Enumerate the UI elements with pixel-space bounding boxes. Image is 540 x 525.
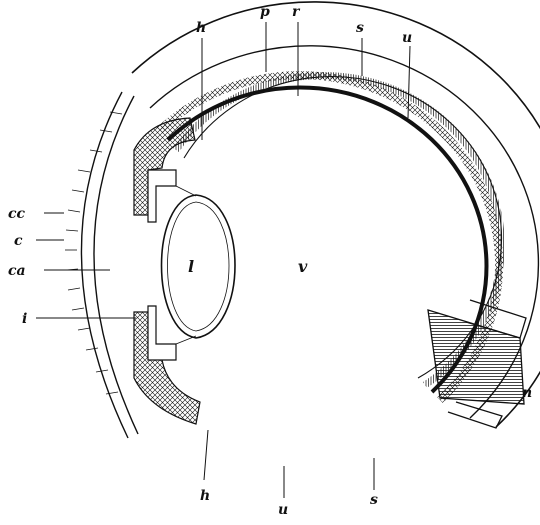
- label-l: l: [188, 257, 194, 276]
- retina-band: [173, 72, 505, 388]
- zonule-bottom: [175, 335, 197, 345]
- label-r: r: [292, 4, 301, 20]
- label-ca: ca: [8, 263, 26, 279]
- nerve-sheath-lower: [447, 401, 503, 429]
- label-i: i: [22, 311, 27, 327]
- lens-inner-line: [167, 201, 230, 332]
- cornea-inner-line: [93, 95, 139, 435]
- ciliary-body-bottom: [133, 311, 201, 425]
- sclera-outer-line: [131, 1, 540, 428]
- label-u-bottom: u: [278, 502, 288, 518]
- label-n: n: [522, 385, 532, 401]
- lens: [160, 194, 236, 339]
- label-s-bottom: s: [370, 492, 378, 508]
- label-cc: cc: [8, 206, 26, 222]
- label-u-top: u: [402, 30, 412, 46]
- sclera-inner-line: [149, 45, 540, 419]
- label-p: p: [260, 4, 270, 20]
- cornea-outer-line: [80, 91, 129, 439]
- label-s-top: s: [356, 20, 364, 36]
- retina-inner-line: [183, 76, 502, 379]
- nerve-sheath-upper: [465, 299, 527, 339]
- optic-nerve: [427, 309, 525, 405]
- label-h-bottom: h: [200, 488, 210, 504]
- ciliary-body-top: [133, 117, 196, 216]
- zonule-top: [175, 185, 197, 197]
- choroid-band: [157, 71, 504, 403]
- leader-lines: [36, 22, 411, 498]
- label-h-top: h: [196, 20, 206, 36]
- label-v: v: [298, 257, 308, 276]
- label-c: c: [14, 233, 23, 249]
- iris-top: [147, 169, 177, 223]
